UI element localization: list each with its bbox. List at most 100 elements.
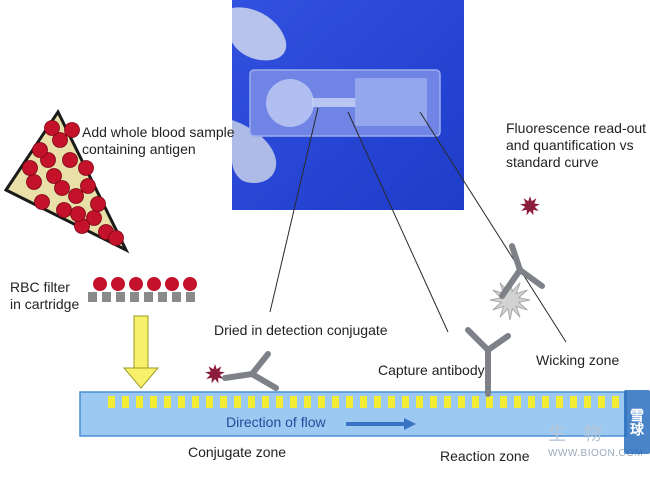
filter-block <box>130 292 139 302</box>
blood-cell <box>44 120 60 136</box>
add-blood-line2: containing antigen <box>82 141 196 157</box>
device-photo <box>232 0 464 210</box>
blood-cell <box>68 188 84 204</box>
filter-cell <box>111 277 125 291</box>
blood-cell <box>34 194 50 210</box>
fluor-line1: Fluorescence read-out <box>506 120 647 136</box>
dried-conjugate-label: Dried in detection conjugate <box>214 322 388 338</box>
strip-mark <box>388 396 395 408</box>
strip-mark <box>430 396 437 408</box>
watermark-chars: 生 物 <box>548 424 608 445</box>
strip-mark <box>108 396 115 408</box>
strip-mark <box>584 396 591 408</box>
capture-antibody <box>465 196 545 397</box>
strip-mark <box>290 396 297 408</box>
blood-cell <box>32 142 48 158</box>
strip-mark <box>150 396 157 408</box>
blood-cell <box>80 178 96 194</box>
strip-marks <box>108 396 619 408</box>
strip-mark <box>122 396 129 408</box>
test-strip <box>79 391 627 437</box>
fluor-line3: standard curve <box>506 154 599 170</box>
strip-mark <box>570 396 577 408</box>
capture-antibody-label: Capture antibody <box>378 362 485 378</box>
glove-finger-top <box>232 7 287 61</box>
wicking-pad <box>355 78 427 126</box>
blood-cell <box>108 230 124 246</box>
strip-mark <box>318 396 325 408</box>
strip-mark <box>192 396 199 408</box>
strip-mark <box>528 396 535 408</box>
filter-cell <box>129 277 143 291</box>
strip-mark <box>276 396 283 408</box>
strip-mark <box>332 396 339 408</box>
fluorescence-label: Fluorescence read-out and quantification… <box>506 120 646 171</box>
blood-cell <box>90 196 106 212</box>
blood-cell <box>62 152 78 168</box>
filter-block <box>172 292 181 302</box>
blood-cell <box>70 206 86 222</box>
strip-mark <box>472 396 479 408</box>
strip-mark <box>360 396 367 408</box>
strip-mark <box>220 396 227 408</box>
blood-cell <box>26 174 42 190</box>
strip-mark <box>416 396 423 408</box>
reaction-zone-label: Reaction zone <box>440 448 530 464</box>
strip-mark <box>346 396 353 408</box>
strip-mark <box>248 396 255 408</box>
blood-cell <box>46 168 62 184</box>
filter-block <box>102 292 111 302</box>
strip-mark <box>598 396 605 408</box>
strip-mark <box>234 396 241 408</box>
blood-cell <box>64 122 80 138</box>
strip-mark <box>262 396 269 408</box>
flow-arrow-down <box>122 315 160 389</box>
strip-mark <box>556 396 563 408</box>
filter-cell <box>183 277 197 291</box>
strip-mark <box>612 396 619 408</box>
blood-cell <box>52 132 68 148</box>
detection-conjugate <box>205 351 279 391</box>
add-blood-label: Add whole blood sample containing antige… <box>82 124 235 158</box>
strip-mark <box>486 396 493 408</box>
glove-finger-bottom <box>232 120 277 184</box>
fluor-line2: and quantification vs <box>506 137 634 153</box>
strip-mark <box>542 396 549 408</box>
pointer-lines <box>269 107 567 343</box>
strip-mark <box>136 396 143 408</box>
filter-block <box>144 292 153 302</box>
strip-mark <box>304 396 311 408</box>
blood-cell <box>22 160 38 176</box>
filter-block <box>158 292 167 302</box>
filter-block <box>186 292 195 302</box>
strip-mark <box>514 396 521 408</box>
rbc-filter-label: RBC filter in cartridge <box>10 279 79 313</box>
strip-mark <box>444 396 451 408</box>
strip-mark <box>374 396 381 408</box>
rbc-line1: RBC filter <box>10 279 70 295</box>
filter-cell <box>93 277 107 291</box>
add-blood-line1: Add whole blood sample <box>82 124 235 140</box>
filter-block <box>88 292 97 302</box>
blood-cell <box>78 160 94 176</box>
strip-mark <box>458 396 465 408</box>
rbc-filter <box>88 277 197 302</box>
direction-of-flow-label: Direction of flow <box>226 414 326 430</box>
strip-mark <box>500 396 507 408</box>
blood-sample-triangle <box>3 109 130 254</box>
blood-cell <box>54 180 70 196</box>
rbc-line2: in cartridge <box>10 296 80 312</box>
watermark-url: WWW.BIOON.COM <box>548 448 644 459</box>
sample-well <box>266 79 314 127</box>
blood-cells <box>22 120 124 246</box>
strip-mark <box>206 396 213 408</box>
watermark-badge: 雪球 <box>624 390 650 454</box>
conjugate-zone-label: Conjugate zone <box>188 444 287 460</box>
strip-mark <box>178 396 185 408</box>
channel <box>312 98 356 107</box>
filter-cell <box>165 277 179 291</box>
strip-mark <box>402 396 409 408</box>
filter-cell <box>147 277 161 291</box>
blood-cell <box>56 202 72 218</box>
